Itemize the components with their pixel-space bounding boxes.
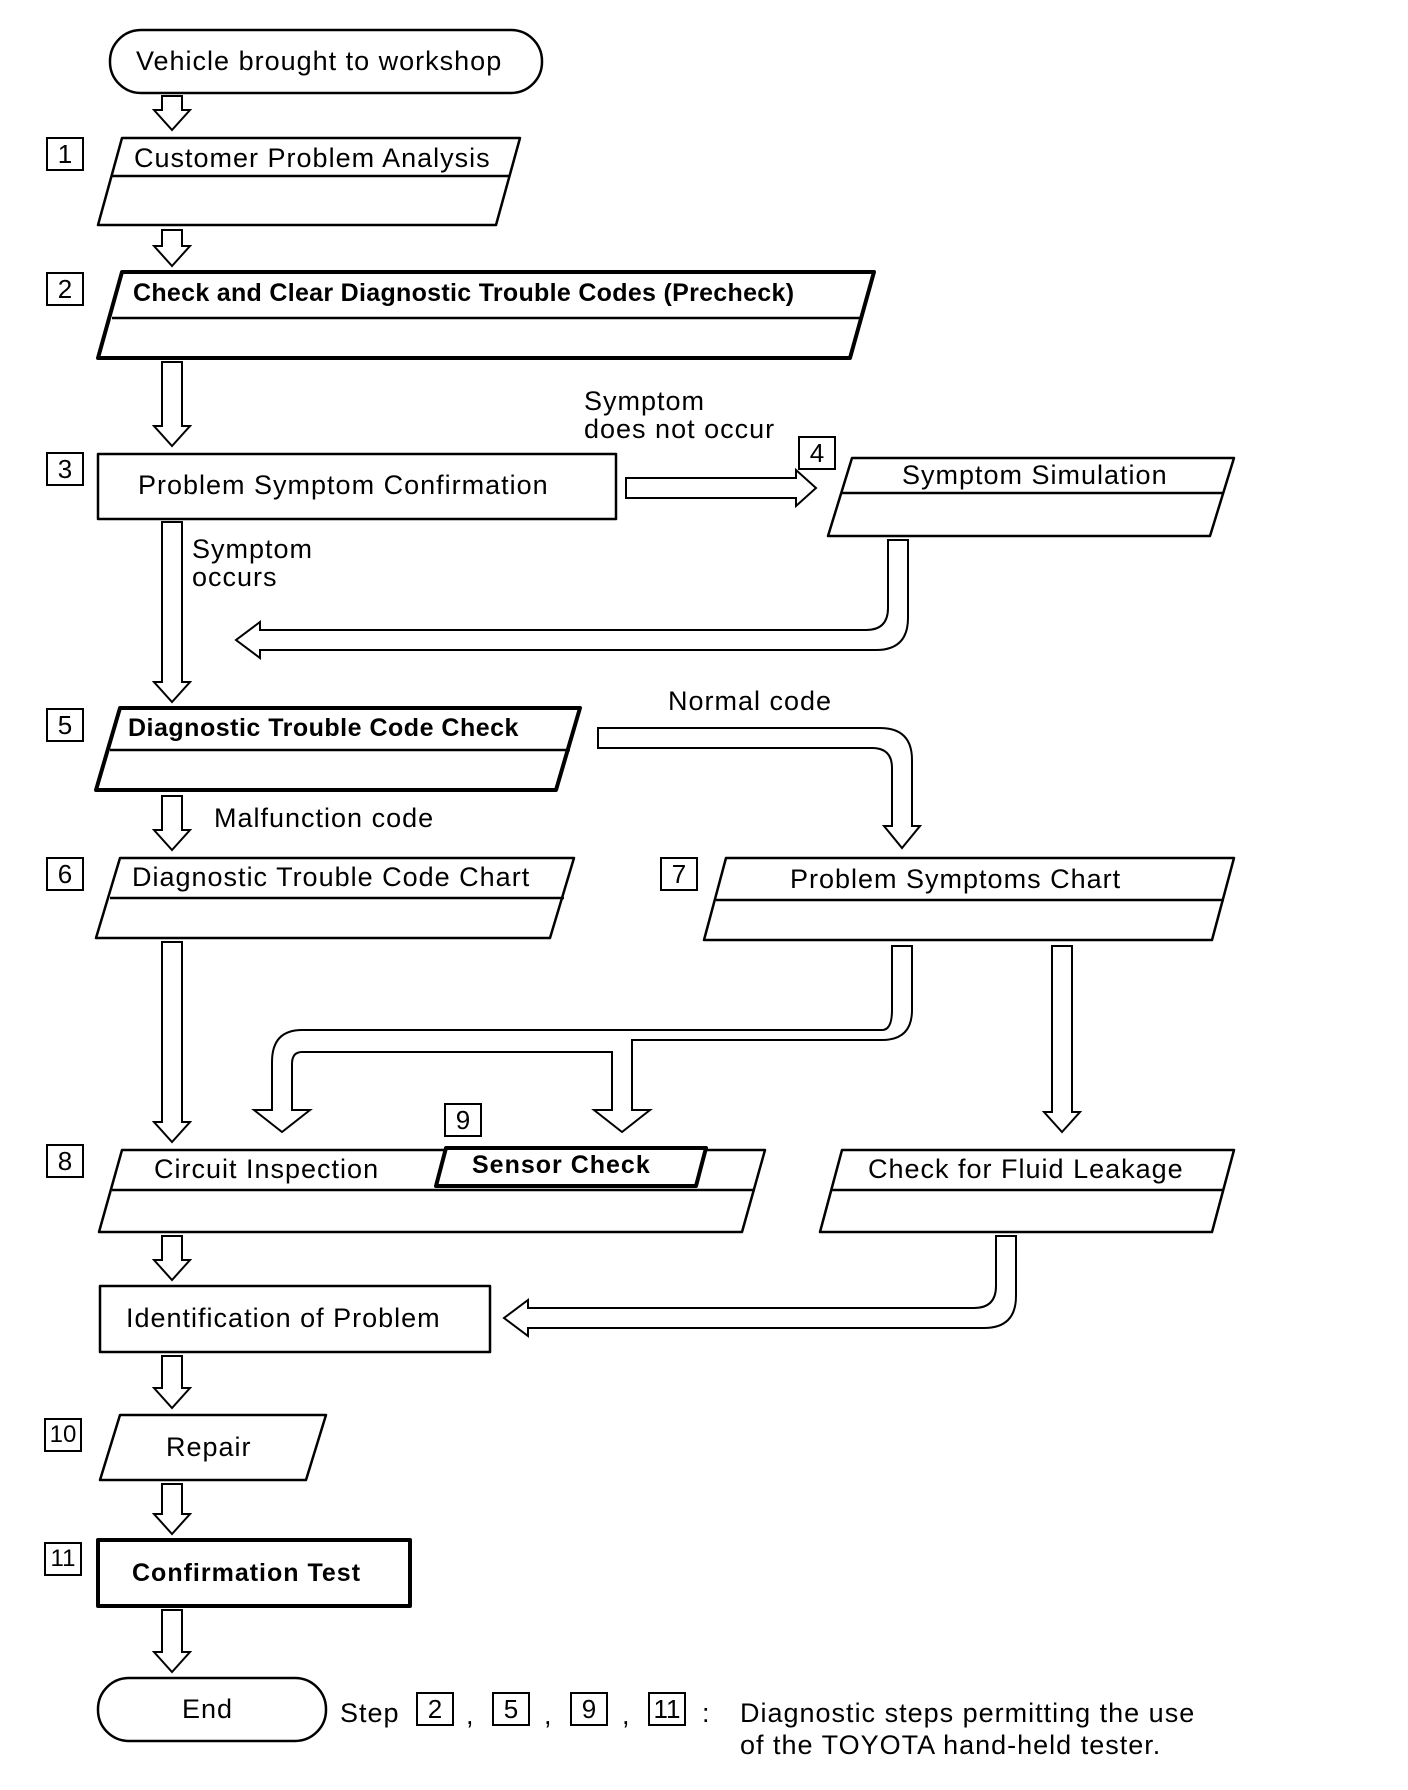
- step9-box: [434, 1146, 708, 1188]
- step1-label: Customer Problem Analysis: [134, 143, 491, 173]
- legend-line-1: Diagnostic steps permitting the use: [740, 1698, 1196, 1728]
- arrow-step8-to-identification: [151, 1235, 193, 1282]
- arrow-step5-to-step6: [151, 795, 193, 852]
- legend-separator-2: ,: [544, 1700, 553, 1730]
- step8-number: 8: [46, 1144, 84, 1178]
- arrow-identification-to-step10: [151, 1355, 193, 1410]
- step3-label: Problem Symptom Confirmation: [138, 470, 549, 500]
- step4-label: Symptom Simulation: [902, 460, 1168, 490]
- step1-number: 1: [46, 137, 84, 171]
- malfunction-code-label: Malfunction code: [214, 803, 435, 833]
- arrow-step6-to-step8: [151, 941, 193, 1144]
- step10-box: [98, 1413, 328, 1482]
- step11-box: [96, 1538, 412, 1608]
- step9-number: 9: [444, 1103, 482, 1137]
- arrow-step3-to-step4: [625, 467, 818, 509]
- step7-number: 7: [660, 857, 698, 891]
- step4-number: 4: [798, 436, 836, 470]
- arrow-step1-to-step2: [151, 229, 193, 268]
- legend-separator-1: ,: [466, 1700, 475, 1730]
- step1-box: [96, 136, 522, 227]
- step3-box: [96, 452, 618, 521]
- end-label: End: [182, 1694, 234, 1724]
- legend-colon: :: [702, 1698, 711, 1728]
- no-symptom-label-2: does not occur: [584, 414, 776, 444]
- step6-number: 6: [46, 857, 84, 891]
- step7-label: Problem Symptoms Chart: [790, 864, 1122, 894]
- step10-label: Repair: [166, 1432, 252, 1462]
- step2-number: 2: [46, 272, 84, 306]
- end-terminal: [96, 1676, 328, 1743]
- arrow-step7-to-fluid: [1041, 945, 1083, 1134]
- arrow-step10-to-step11: [151, 1483, 193, 1536]
- step3-number: 3: [46, 452, 84, 486]
- arrow-step2-to-step3: [151, 361, 193, 448]
- legend-number-5: 5: [492, 1692, 530, 1726]
- fluid-leakage-label: Check for Fluid Leakage: [868, 1154, 1184, 1184]
- legend-step-word: Step: [340, 1698, 400, 1728]
- arrow-step7-to-step8-step9: [251, 945, 913, 1134]
- arrow-step5-to-step7: [597, 727, 923, 850]
- step2-label: Check and Clear Diagnostic Trouble Codes…: [133, 279, 795, 307]
- no-symptom-label-1: Symptom: [584, 386, 706, 416]
- step4-box: [826, 456, 1236, 538]
- normal-code-label: Normal code: [668, 686, 833, 716]
- identification-label: Identification of Problem: [126, 1303, 441, 1333]
- step11-label: Confirmation Test: [132, 1559, 362, 1587]
- legend-number-11: 11: [648, 1692, 686, 1726]
- step8-label: Circuit Inspection: [154, 1154, 380, 1184]
- arrow-step4-return: [234, 539, 909, 660]
- start-label: Vehicle brought to workshop: [136, 46, 503, 76]
- step9-label: Sensor Check: [472, 1151, 651, 1179]
- arrow-start-to-step1: [151, 95, 193, 132]
- step6-label: Diagnostic Trouble Code Chart: [132, 862, 531, 892]
- legend-number-2: 2: [416, 1692, 454, 1726]
- identification-box: [98, 1284, 492, 1354]
- step5-label: Diagnostic Trouble Code Check: [128, 714, 519, 742]
- legend-line-2: of the TOYOTA hand-held tester.: [740, 1730, 1162, 1760]
- symptom-occurs-label-1: Symptom: [192, 534, 314, 564]
- step10-number: 10: [44, 1418, 82, 1452]
- step5-number: 5: [46, 708, 84, 742]
- arrow-step11-to-end: [151, 1609, 193, 1674]
- start-terminal: [108, 28, 544, 95]
- legend-separator-3: ,: [622, 1700, 631, 1730]
- arrow-fluid-to-identification: [502, 1235, 1017, 1338]
- legend-number-9: 9: [570, 1692, 608, 1726]
- symptom-occurs-label-2: occurs: [192, 562, 278, 592]
- arrow-step3-to-step5: [151, 521, 193, 704]
- step2-box: [96, 270, 876, 360]
- step11-number: 11: [44, 1542, 82, 1576]
